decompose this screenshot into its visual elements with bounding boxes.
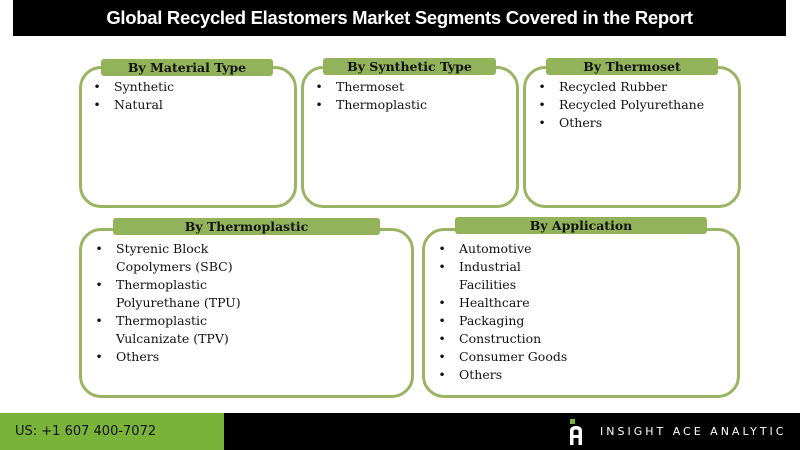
bullet-icon: • [438,349,446,364]
footer-bar: US: +1 607 400-7072 INSIGHT ACE ANALYTIC [0,413,800,450]
brand-name: INSIGHT ACE ANALYTIC [600,425,787,438]
segment-header-thermoplastic: By Thermoplastic [113,218,380,235]
bullet-icon: • [93,79,101,94]
bullet-icon: • [438,241,446,256]
bullet-icon: • [438,367,446,382]
segment-list-material-type: •Synthetic •Natural [92,78,174,114]
bullet-icon: • [538,79,546,94]
segment-header-application: By Application [455,217,707,234]
bullet-icon: • [438,331,446,346]
segment-box-application [422,228,740,398]
bullet-icon: • [538,97,546,112]
list-item: •Packaging [438,313,525,328]
segment-box-thermoplastic [79,228,414,398]
bullet-icon: • [315,97,323,112]
bullet-icon: • [95,313,103,328]
bullet-icon: • [438,313,446,328]
brand: INSIGHT ACE ANALYTIC [568,413,786,450]
list-item: •Automotive [438,241,532,256]
segment-list-thermoset: •Recycled Rubber •Recycled Polyurethane … [537,78,704,132]
contact-phone: US: +1 607 400-7072 [0,413,224,450]
segment-header-material-type: By Material Type [101,59,273,76]
bullet-icon: • [95,241,103,256]
bullet-icon: • [438,295,446,310]
segment-box-thermoset [523,66,741,208]
list-item: •Natural [93,97,163,112]
list-item: •Construction [438,331,542,346]
list-item: •Others [538,115,603,130]
bullet-icon: • [93,97,101,112]
bullet-icon: • [315,79,323,94]
page-title-text: Global Recycled Elastomers Market Segmen… [106,7,693,28]
list-item: •Recycled Polyurethane [538,97,705,112]
list-item: •Thermoset [315,79,404,94]
page-title: Global Recycled Elastomers Market Segmen… [13,0,786,36]
segment-header-synthetic-type: By Synthetic Type [323,58,496,75]
bullet-icon: • [95,349,103,364]
segment-list-synthetic-type: •Thermoset •Thermoplastic [314,78,427,114]
list-item: •Recycled Rubber [538,79,668,94]
list-item: •Others [95,349,160,364]
bullet-icon: • [538,115,546,130]
list-item: •Others [438,367,503,382]
segment-header-thermoset: By Thermoset [546,58,718,75]
list-item: •Synthetic [93,79,175,94]
insight-ace-logo-icon [568,417,584,447]
bullet-icon: • [438,259,446,274]
list-item: •Healthcare [438,295,530,310]
segment-box-synthetic-type [301,66,519,208]
list-item: •Thermoplastic [315,97,428,112]
bullet-icon: • [95,277,103,292]
list-item: •Consumer Goods [438,349,568,364]
